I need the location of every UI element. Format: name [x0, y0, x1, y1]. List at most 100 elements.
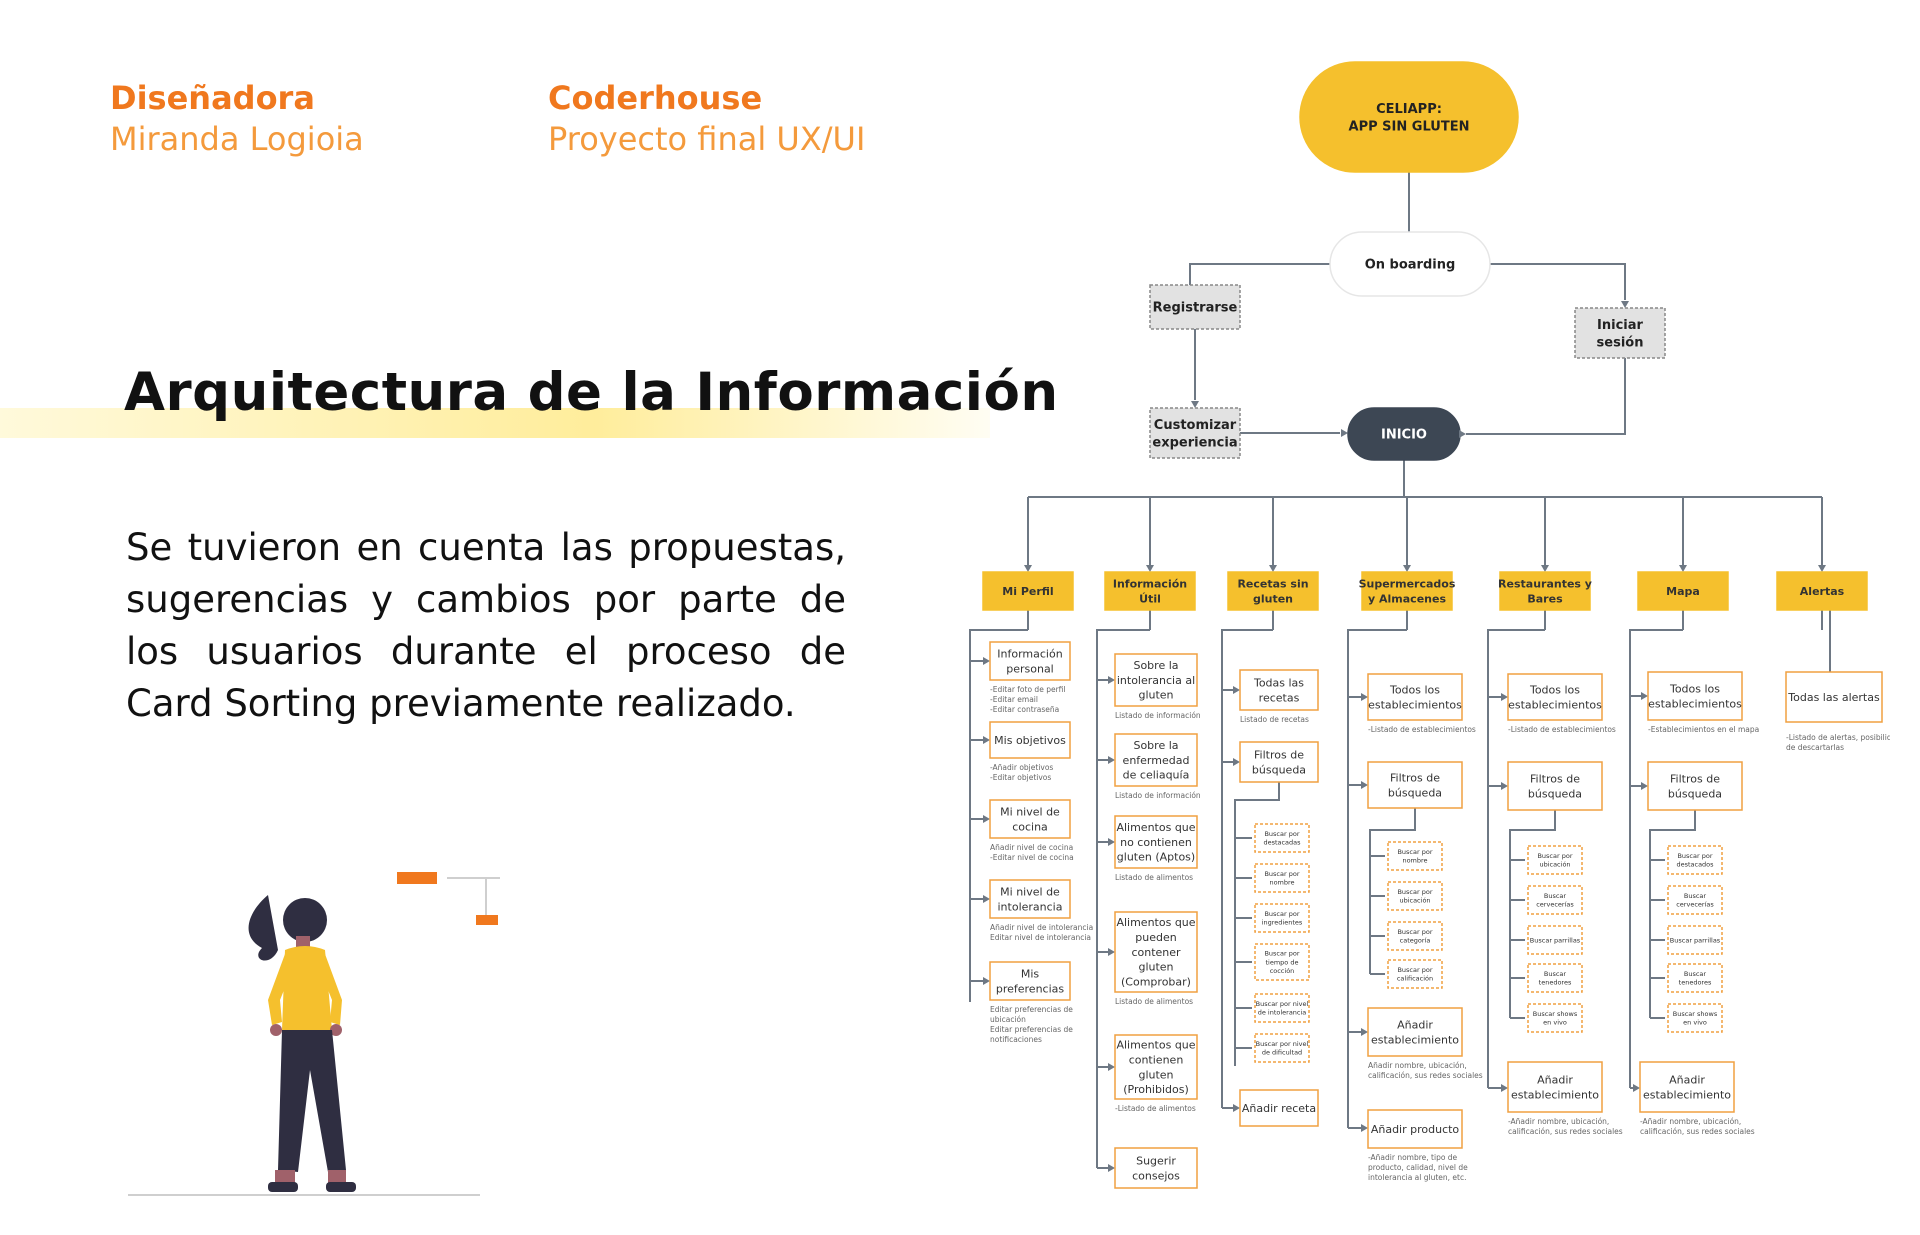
item-box	[989, 721, 1071, 759]
item-note: Listado de alimentos	[1115, 873, 1193, 882]
mini-node-orange-1	[476, 915, 498, 925]
arrow-head	[1108, 756, 1115, 764]
column-spine	[969, 629, 1028, 1002]
column-spine	[1347, 629, 1407, 1128]
home-label: INICIO	[1381, 428, 1427, 443]
item-box	[989, 879, 1071, 919]
root-label: CELIAPP:APP SIN GLUTEN	[1349, 102, 1470, 135]
item-box	[1367, 1109, 1463, 1149]
arrow-head	[1361, 1028, 1368, 1036]
item-label: Mis objetivos	[994, 734, 1066, 747]
arrow-head	[1233, 686, 1240, 694]
column-spine	[1096, 629, 1150, 1168]
root-node	[1299, 61, 1519, 173]
woman-illustration	[128, 872, 500, 1196]
item-note: -Añadir nombre, ubicación,calificación, …	[1640, 1117, 1755, 1136]
arrow-head	[1233, 758, 1240, 766]
item-label: Añadir producto	[1371, 1123, 1460, 1136]
mini-node-orange-top	[397, 872, 437, 884]
arrow-head	[1641, 782, 1648, 790]
item-box	[1507, 1061, 1603, 1113]
item-box	[1114, 1147, 1198, 1189]
org-label: Coderhouse	[548, 79, 763, 117]
item-box	[1239, 741, 1319, 783]
filter-box	[1527, 963, 1583, 993]
item-note: Listado de información	[1115, 791, 1201, 800]
project-block: Coderhouse Proyecto final UX/UI	[548, 78, 865, 160]
section-label: Alertas	[1800, 585, 1845, 598]
section-node	[1776, 571, 1868, 611]
item-note: -Editar foto de perfil-Editar email-Edit…	[990, 685, 1065, 714]
description: Se tuvieron en cuenta las propuestas, su…	[126, 526, 846, 725]
designer-label: Diseñadora	[110, 79, 315, 117]
arrow-head	[1108, 676, 1115, 684]
item-box	[1507, 761, 1603, 811]
arrow-head	[1024, 565, 1032, 572]
filter-box	[1667, 925, 1723, 955]
filter-label: Buscar parrillas	[1530, 936, 1581, 944]
section-node	[1104, 571, 1196, 611]
filter-box	[1667, 885, 1723, 915]
filter-box	[1254, 993, 1310, 1023]
mini-tree-lines	[447, 877, 500, 915]
onboarding-to-login	[1490, 263, 1626, 300]
onboarding-label: On boarding	[1365, 258, 1456, 273]
section-label: Mapa	[1666, 585, 1700, 598]
customize-node	[1149, 407, 1241, 459]
arrow-head	[983, 895, 990, 903]
arrow-head	[1108, 1164, 1115, 1172]
item-box	[1507, 673, 1603, 721]
project-name: Proyecto final UX/UI	[548, 120, 866, 158]
item-box	[989, 961, 1071, 1001]
item-box	[1114, 733, 1198, 787]
filter-box	[1254, 943, 1310, 981]
item-box	[1367, 761, 1463, 809]
item-note: -Añadir nombre, ubicación,calificación, …	[1508, 1117, 1623, 1136]
column-spine	[1629, 629, 1683, 1088]
item-box	[1647, 761, 1743, 811]
item-box	[1114, 653, 1198, 707]
arrow-head	[1679, 565, 1687, 572]
arrow-head	[1501, 1084, 1508, 1092]
arrow-head	[1108, 948, 1115, 956]
arrow-head	[1541, 565, 1549, 572]
login-node	[1574, 307, 1666, 359]
arrow-head	[1818, 565, 1826, 572]
title-highlight	[0, 408, 990, 438]
filter-box	[1667, 1003, 1723, 1033]
item-label: Todas las alertas	[1787, 691, 1880, 704]
arrow-head	[1361, 1124, 1368, 1132]
filter-label: Buscar parrillas	[1670, 936, 1721, 944]
section-node	[1361, 571, 1453, 611]
filter-box	[1387, 841, 1443, 871]
filter-box	[1527, 1003, 1583, 1033]
arrow-head	[1108, 838, 1115, 846]
connector-lines	[969, 172, 1831, 1169]
